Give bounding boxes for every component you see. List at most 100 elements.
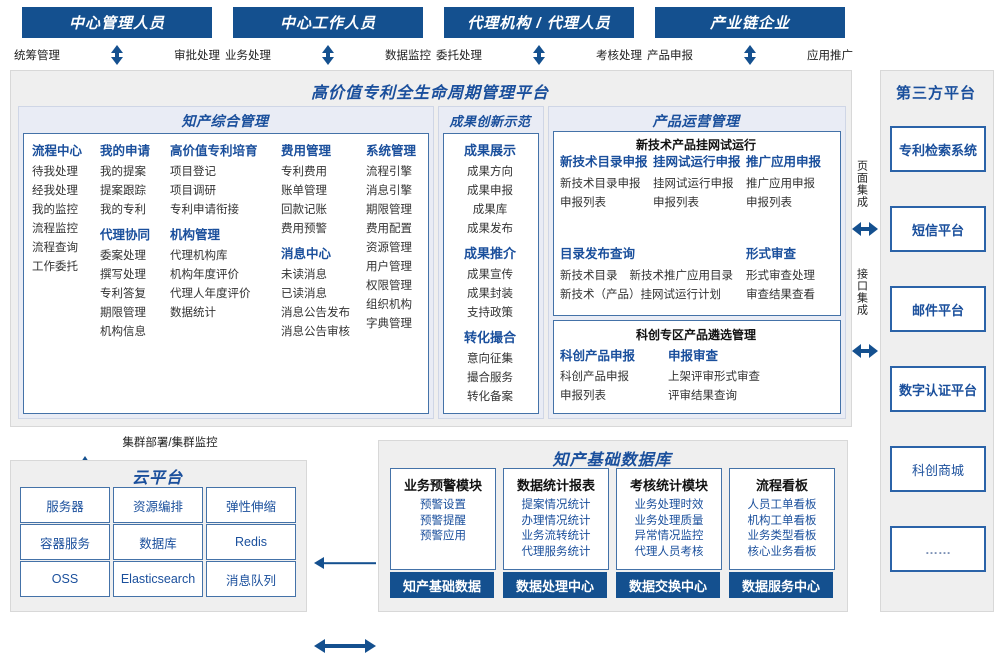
menu-leaf[interactable]: 形式审查处理 <box>746 270 815 282</box>
menu-leaf[interactable]: 成果申报 <box>467 185 513 197</box>
menu-leaf[interactable]: 成果方向 <box>467 166 513 178</box>
cloud-cell-2[interactable]: 弹性伸缩 <box>206 487 296 523</box>
menu-leaf[interactable]: 消息公告发布 <box>281 307 350 319</box>
db-card-leaf[interactable]: 业务处理质量 <box>634 514 704 527</box>
db-card-leaf[interactable]: 办理情况统计 <box>521 514 591 527</box>
column-head[interactable]: 成果推介 <box>463 246 516 261</box>
menu-leaf[interactable]: 我的监控 <box>32 204 78 216</box>
menu-leaf[interactable]: 我的提案 <box>100 166 146 178</box>
menu-leaf[interactable]: 账单管理 <box>281 185 327 197</box>
cloud-cell-5[interactable]: Redis <box>206 524 296 560</box>
column-head[interactable]: 成果展示 <box>463 143 516 158</box>
column-head[interactable]: 推广应用申报 <box>746 155 822 169</box>
menu-leaf[interactable]: 新技术（产品）挂网试运行计划 <box>560 289 721 301</box>
menu-leaf[interactable]: 成果库 <box>472 204 508 216</box>
column-head[interactable]: 挂网试运行申报 <box>653 155 741 169</box>
menu-leaf[interactable]: 待我处理 <box>32 166 78 178</box>
cloud-cell-8[interactable]: 消息队列 <box>206 561 296 597</box>
db-foot-1[interactable]: 数据处理中心 <box>503 572 607 598</box>
menu-leaf[interactable]: 回款记账 <box>281 204 327 216</box>
menu-leaf[interactable]: 意向征集 <box>467 353 513 365</box>
column-head[interactable]: 高价值专利培育 <box>170 144 258 158</box>
role-box-2[interactable]: 代理机构 / 代理人员 <box>444 7 634 38</box>
menu-leaf[interactable]: 新技术目录申报 <box>560 177 641 190</box>
column-head[interactable]: 费用管理 <box>281 144 332 158</box>
menu-leaf[interactable]: 上架评审形式审查 <box>668 371 760 383</box>
menu-leaf[interactable]: 期限管理 <box>100 307 146 319</box>
menu-leaf[interactable]: 数据统计 <box>170 307 216 319</box>
menu-leaf[interactable]: 申报列表 <box>653 196 699 209</box>
menu-leaf[interactable]: 成果封装 <box>467 288 513 300</box>
menu-leaf[interactable]: 用户管理 <box>366 261 412 273</box>
cloud-cell-0[interactable]: 服务器 <box>20 487 110 523</box>
menu-leaf[interactable]: 代理机构库 <box>170 250 228 262</box>
third-party-item-4[interactable]: 科创商城 <box>890 446 986 492</box>
column-head[interactable]: 科创产品申报 <box>560 349 636 363</box>
menu-leaf[interactable]: 转化备案 <box>467 391 513 403</box>
menu-leaf[interactable]: 费用预警 <box>281 223 327 235</box>
menu-leaf[interactable]: 资源管理 <box>366 242 412 254</box>
menu-leaf[interactable]: 我的专利 <box>100 204 146 216</box>
db-card-leaf[interactable]: 预警提醒 <box>420 514 466 527</box>
cloud-cell-6[interactable]: OSS <box>20 561 110 597</box>
db-card-leaf[interactable]: 机构工单看板 <box>747 514 817 527</box>
cloud-cell-3[interactable]: 容器服务 <box>20 524 110 560</box>
menu-leaf[interactable]: 组织机构 <box>366 299 412 311</box>
third-party-item-2[interactable]: 邮件平台 <box>890 286 986 332</box>
column-head[interactable]: 形式审查 <box>746 247 797 261</box>
menu-leaf[interactable]: 专利费用 <box>281 166 327 178</box>
third-party-item-3[interactable]: 数字认证平台 <box>890 366 986 412</box>
menu-leaf[interactable]: 消息公告审核 <box>281 326 350 338</box>
db-card-leaf[interactable]: 核心业务看板 <box>747 545 817 558</box>
db-card-leaf[interactable]: 异常情况监控 <box>634 530 704 543</box>
cloud-cell-1[interactable]: 资源编排 <box>113 487 203 523</box>
cloud-cell-4[interactable]: 数据库 <box>113 524 203 560</box>
menu-leaf[interactable]: 成果宣传 <box>467 269 513 281</box>
menu-leaf[interactable]: 机构年度评价 <box>170 269 239 281</box>
menu-leaf[interactable]: 委案处理 <box>100 250 146 262</box>
db-card-leaf[interactable]: 代理服务统计 <box>521 545 591 558</box>
menu-leaf[interactable]: 支持政策 <box>467 307 513 319</box>
menu-leaf[interactable]: 消息引擎 <box>366 185 412 197</box>
menu-leaf[interactable]: 字典管理 <box>366 318 412 330</box>
role-box-0[interactable]: 中心管理人员 <box>22 7 212 38</box>
menu-leaf[interactable]: 申报列表 <box>560 196 606 209</box>
menu-leaf[interactable]: 工作委托 <box>32 261 78 273</box>
db-foot-2[interactable]: 数据交换中心 <box>616 572 720 598</box>
menu-leaf[interactable]: 申报列表 <box>746 196 792 209</box>
menu-leaf[interactable]: 提案跟踪 <box>100 185 146 197</box>
column-head[interactable]: 系统管理 <box>366 144 417 158</box>
menu-leaf[interactable]: 审查结果查看 <box>746 289 815 301</box>
menu-leaf[interactable]: 新技术目录 <box>560 270 618 282</box>
role-box-3[interactable]: 产业链企业 <box>655 7 845 38</box>
db-foot-3[interactable]: 数据服务中心 <box>729 572 833 598</box>
db-card-leaf[interactable]: 业务处理时效 <box>634 499 704 511</box>
cloud-cell-7[interactable]: Elasticsearch <box>113 561 203 597</box>
menu-leaf[interactable]: 撰写处理 <box>100 269 146 281</box>
menu-leaf[interactable]: 流程引擎 <box>366 166 412 178</box>
column-head[interactable]: 新技术目录申报 <box>560 155 648 169</box>
db-card-leaf[interactable]: 提案情况统计 <box>521 499 591 511</box>
column-head[interactable]: 机构管理 <box>170 228 221 242</box>
menu-leaf[interactable]: 专利申请衔接 <box>170 204 239 216</box>
menu-leaf[interactable]: 项目登记 <box>170 166 216 178</box>
menu-leaf[interactable]: 未读消息 <box>281 269 327 281</box>
menu-leaf[interactable]: 申报列表 <box>560 390 606 402</box>
db-card-leaf[interactable]: 预警应用 <box>420 530 466 543</box>
menu-leaf[interactable]: 流程查询 <box>32 242 78 254</box>
menu-leaf[interactable]: 挂网试运行申报 <box>653 177 734 190</box>
column-head[interactable]: 转化撮合 <box>463 330 516 345</box>
column-head[interactable]: 我的申请 <box>100 144 151 158</box>
menu-leaf[interactable]: 期限管理 <box>366 204 412 216</box>
menu-leaf[interactable]: 评审结果查询 <box>668 390 737 402</box>
menu-leaf[interactable]: 专利答复 <box>100 288 146 300</box>
third-party-item-5[interactable]: …… <box>890 526 986 572</box>
menu-leaf[interactable]: 项目调研 <box>170 185 216 197</box>
menu-leaf[interactable]: 科创产品申报 <box>560 371 629 383</box>
menu-leaf[interactable]: 经我处理 <box>32 185 78 197</box>
menu-leaf[interactable]: 新技术推广应用目录 <box>629 270 734 282</box>
db-card-leaf[interactable]: 业务流转统计 <box>521 530 591 543</box>
column-head[interactable]: 代理协同 <box>100 228 151 242</box>
menu-leaf[interactable]: 撮合服务 <box>467 372 513 384</box>
role-box-1[interactable]: 中心工作人员 <box>233 7 423 38</box>
